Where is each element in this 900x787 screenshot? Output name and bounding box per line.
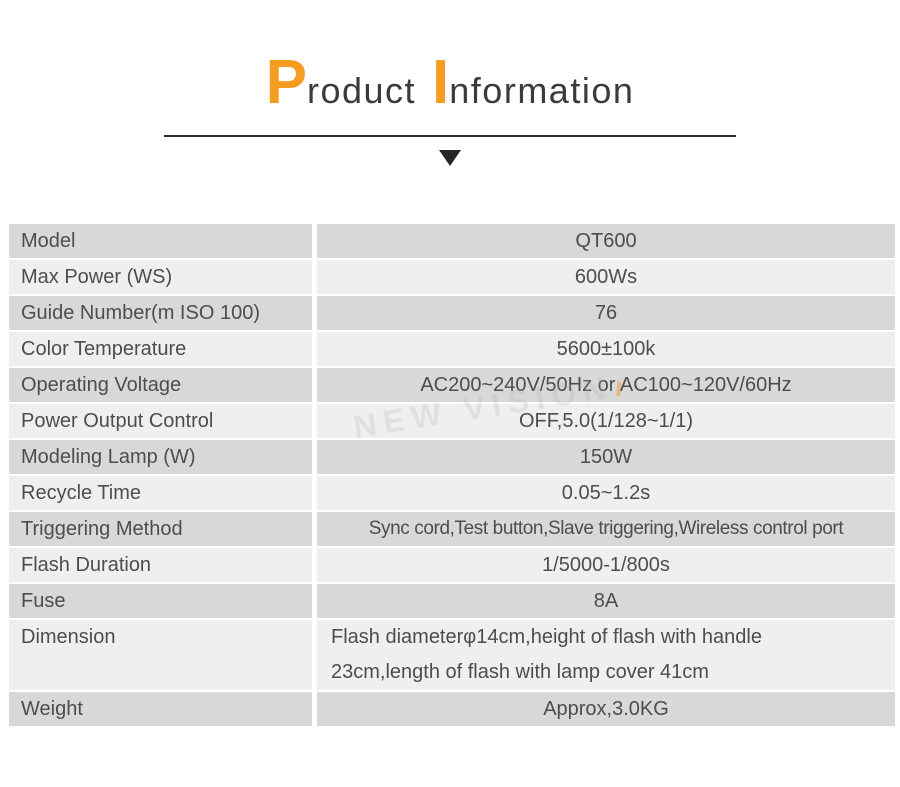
spec-label: Weight (9, 692, 312, 726)
spec-label: Max Power (WS) (9, 260, 312, 294)
spec-label: Recycle Time (9, 476, 312, 510)
spec-value: Approx,3.0KG (317, 692, 895, 726)
spec-row: Max Power (WS)600Ws (9, 260, 895, 294)
spec-value: AC200~240V/50Hz or AC100~120V/60Hz (317, 368, 895, 402)
spec-value: 600Ws (317, 260, 895, 294)
spec-value: OFF,5.0(1/128~1/1) (317, 404, 895, 438)
spec-value: 5600±100k (317, 332, 895, 366)
spec-label: Modeling Lamp (W) (9, 440, 312, 474)
spec-label: Model (9, 224, 312, 258)
spec-row: Guide Number(m ISO 100)76 (9, 296, 895, 330)
spec-value: 76 (317, 296, 895, 330)
spec-label: Fuse (9, 584, 312, 618)
spec-value: Sync cord,Test button,Slave triggering,W… (317, 512, 895, 546)
page-header: Product Information (0, 0, 900, 166)
title-initial-p: P (265, 48, 307, 117)
title-underline (164, 135, 736, 137)
spec-label: Triggering Method (9, 512, 312, 546)
title-rest-i: nformation (449, 70, 635, 111)
spec-label: Flash Duration (9, 548, 312, 582)
title-initial-i: I (432, 48, 450, 117)
spec-value: Flash diameterφ14cm,height of flash with… (317, 620, 895, 690)
down-arrow-icon (439, 150, 461, 166)
spec-value: QT600 (317, 224, 895, 258)
title-rest-p: roduct (306, 70, 417, 111)
spec-row: Modeling Lamp (W)150W (9, 440, 895, 474)
spec-value: 1/5000-1/800s (317, 548, 895, 582)
spec-value: 8A (317, 584, 895, 618)
spec-label: Color Temperature (9, 332, 312, 366)
spec-value: 150W (317, 440, 895, 474)
spec-value: 0.05~1.2s (317, 476, 895, 510)
spec-label: Dimension (9, 620, 312, 690)
spec-label: Guide Number(m ISO 100) (9, 296, 312, 330)
spec-label: Power Output Control (9, 404, 312, 438)
spec-label: Operating Voltage (9, 368, 312, 402)
